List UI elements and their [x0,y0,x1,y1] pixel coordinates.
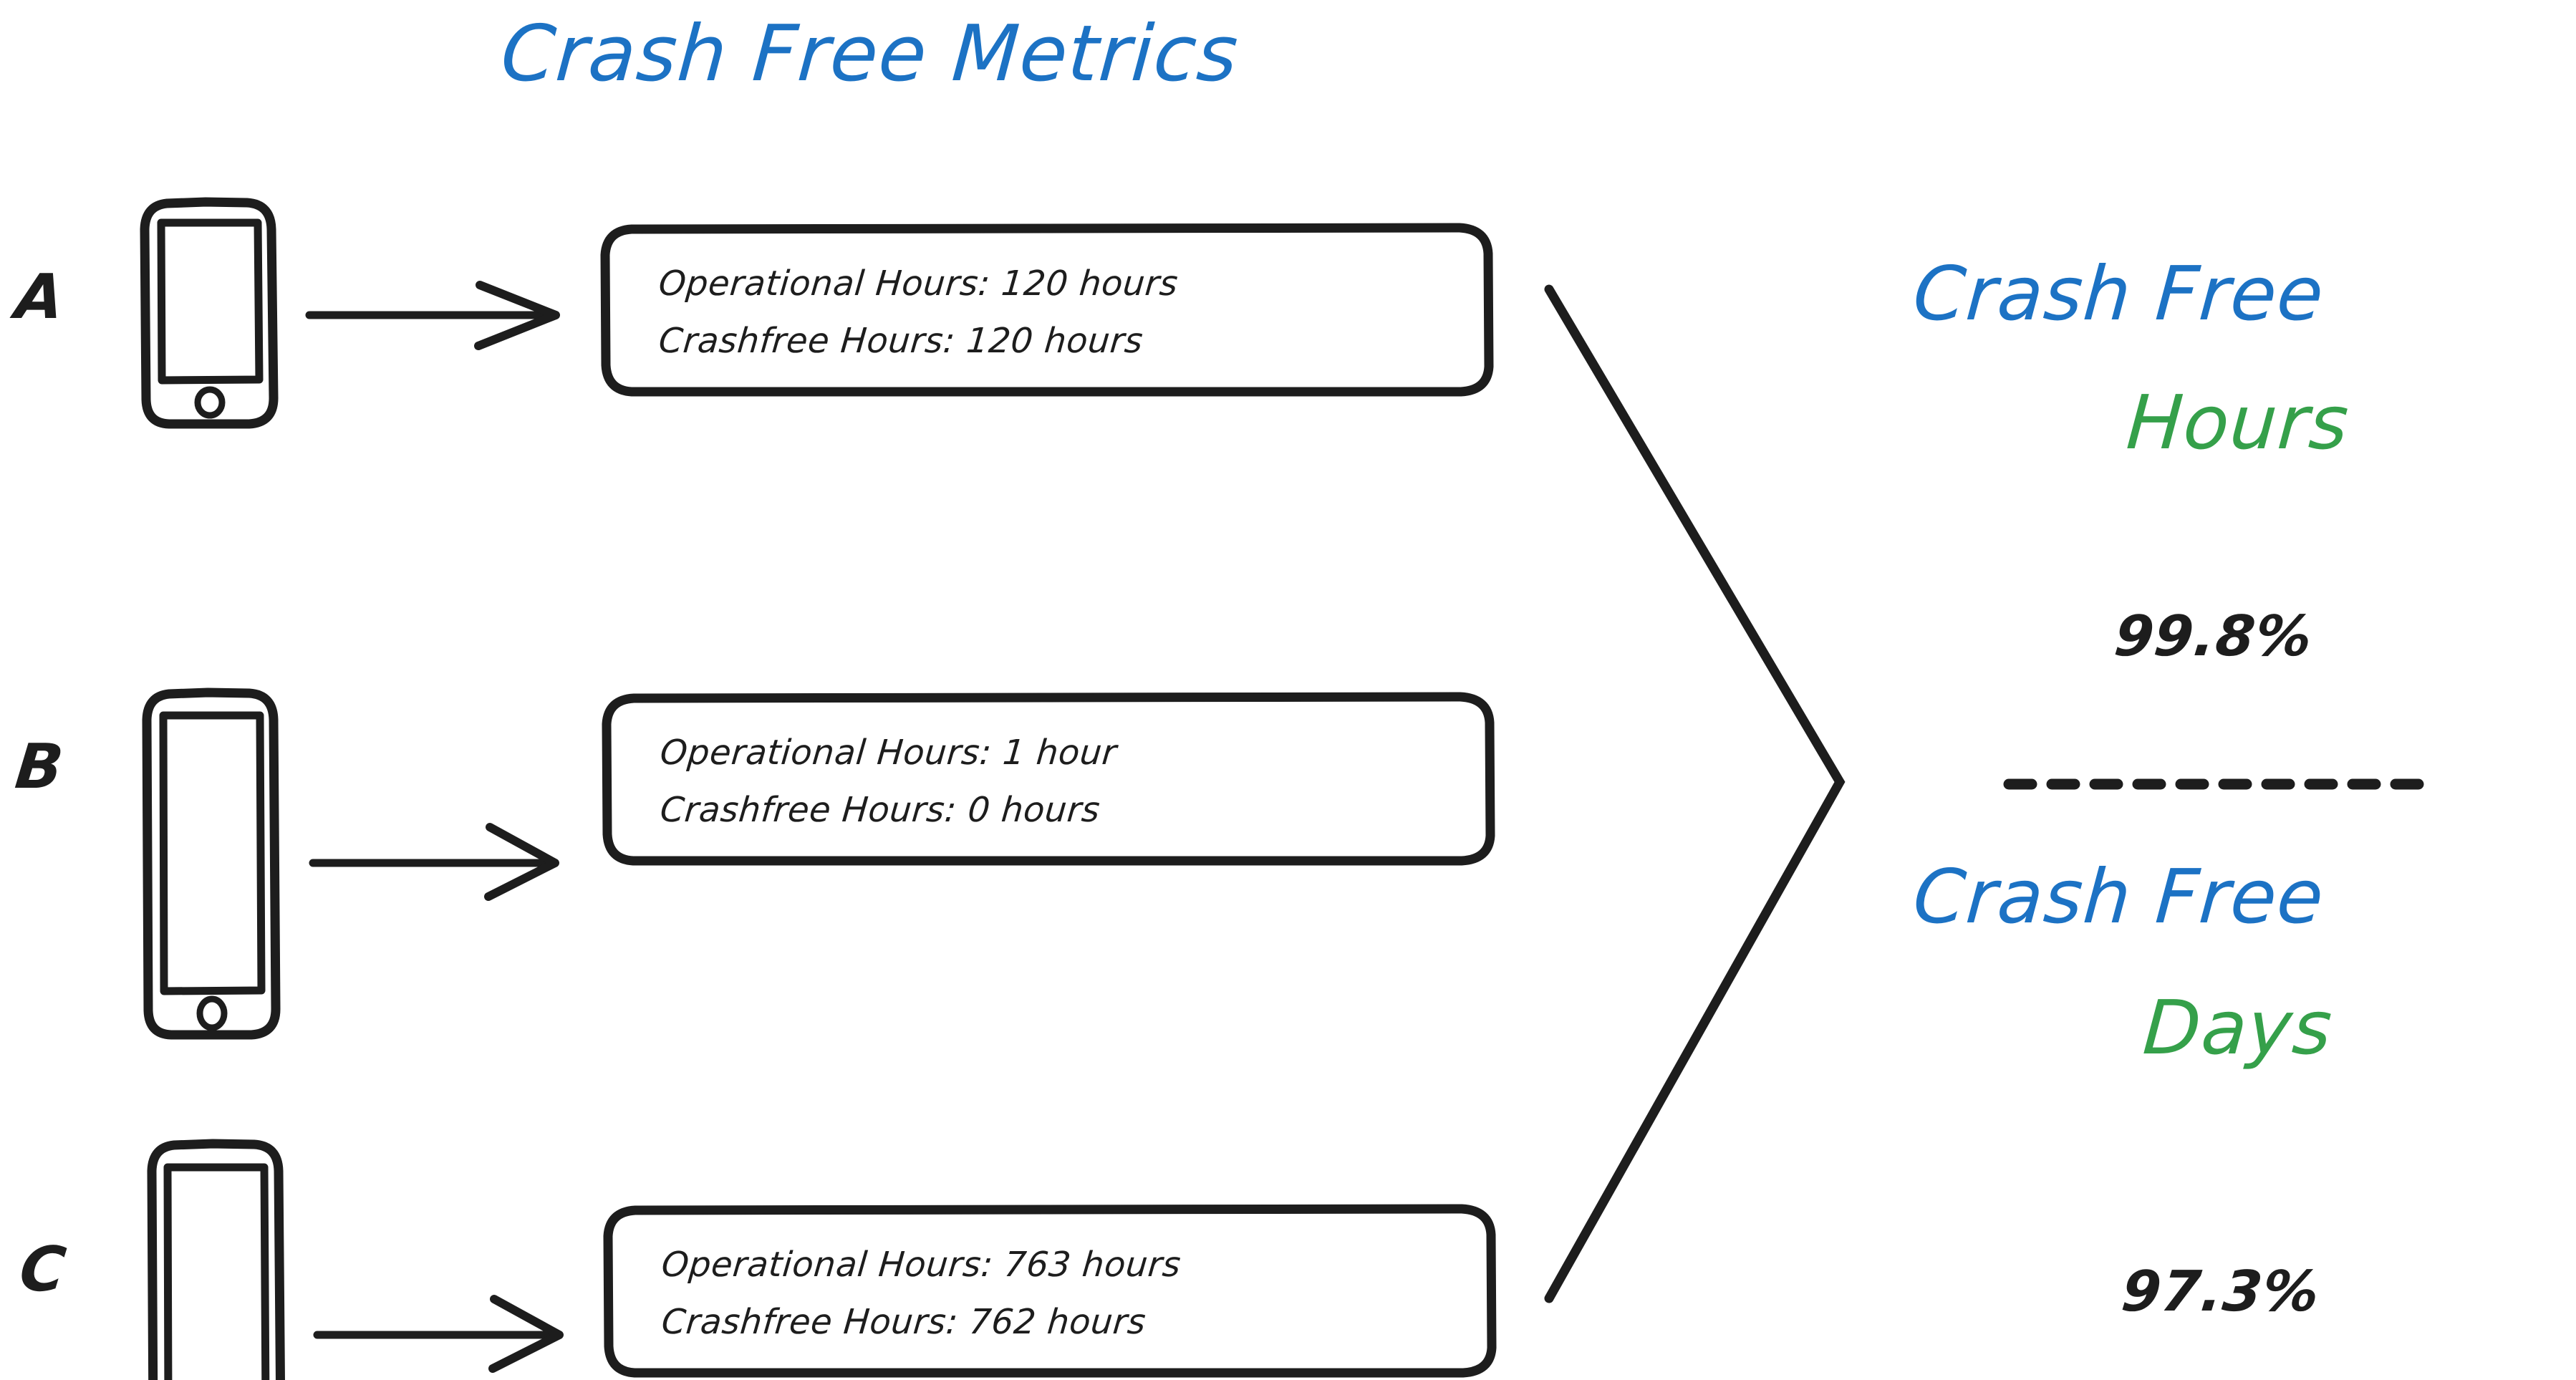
device-label-b: B [11,731,67,803]
converging-bracket [1544,284,1846,1303]
metric-box-outline-c [603,1204,1497,1378]
smartphone-icon-a [140,197,279,429]
summary-days-title-secondary: Days [2140,984,2335,1071]
metric-box-b-line2: Crashfree Hours: 0 hours [658,790,1102,830]
metric-box-a-line2: Crashfree Hours: 120 hours [657,321,1145,361]
arrow-right-icon-b [309,823,559,901]
arrow-right-icon-c [313,1295,564,1373]
metric-box-outline-b [602,692,1495,866]
device-label-a: A [11,261,67,333]
metric-box-b-line1: Operational Hours: 1 hour [658,733,1119,773]
summary-hours-title-primary: Crash Free [1910,250,2327,337]
metric-box-c-line1: Operational Hours: 763 hours [660,1245,1183,1285]
smartphone-icon-b [142,687,281,1040]
metric-box-outline-a [600,223,1494,397]
page-title: Crash Free Metrics [498,9,1242,99]
metric-box-a-line1: Operational Hours: 120 hours [657,264,1180,304]
summary-hours-title-secondary: Hours [2123,379,2352,466]
device-label-c: C [16,1234,69,1306]
metric-box-c-line2: Crashfree Hours: 762 hours [660,1302,1148,1342]
summary-hours-value: 99.8% [2111,604,2316,669]
summary-days-title-primary: Crash Free [1910,853,2327,940]
arrow-right-icon-a [305,281,560,350]
summary-days-value: 97.3% [2118,1260,2323,1324]
smartphone-icon-c [147,1139,285,1380]
